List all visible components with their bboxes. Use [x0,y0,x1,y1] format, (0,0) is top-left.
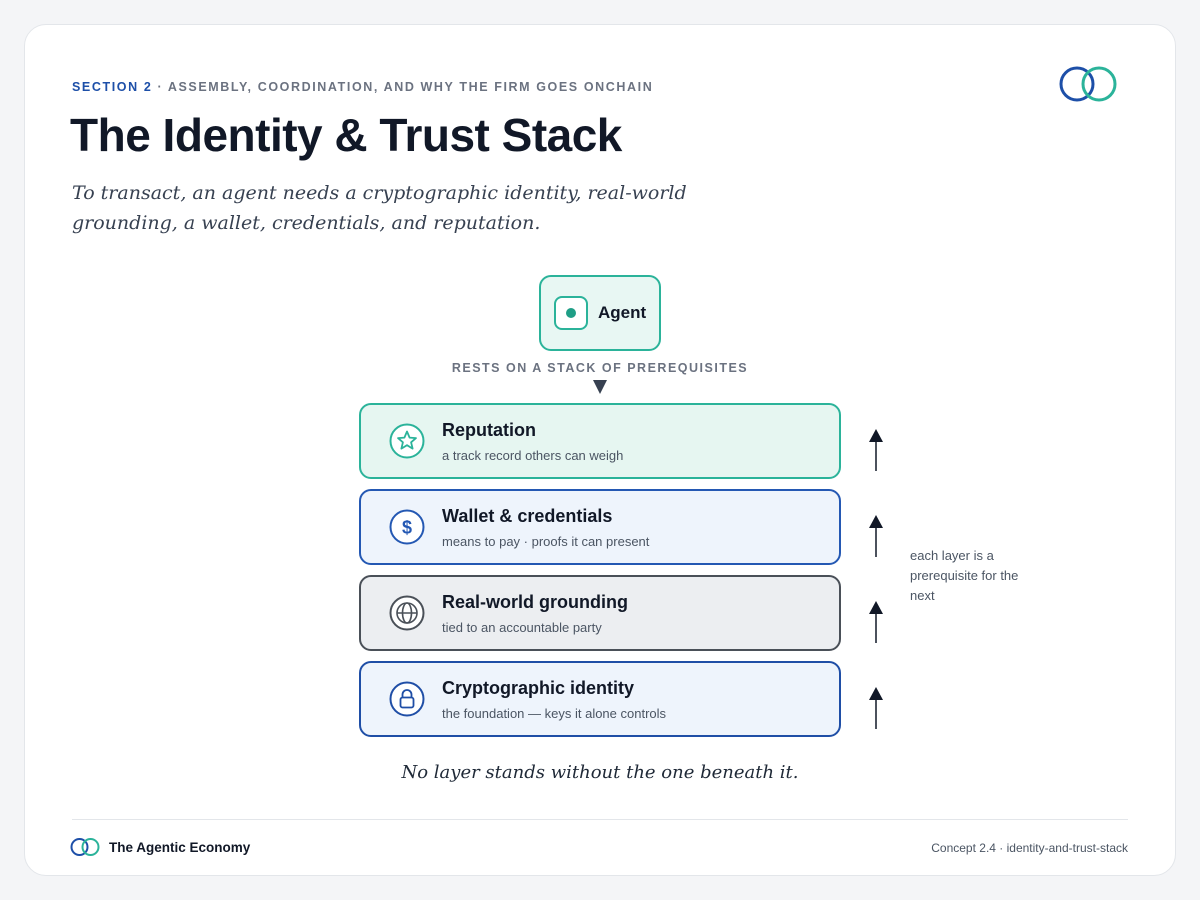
globe-icon [389,595,425,631]
down-arrow-icon [593,380,607,394]
layer-subtitle: a track record others can weigh [442,447,624,463]
side-note: each layer is a prerequisite for the nex… [910,548,1019,603]
agent-label: Agent [598,303,647,322]
closing-note: No layer stands without the one beneath … [401,762,799,783]
footer-concept: Concept 2.4 · identity-and-trust-stack [931,841,1128,855]
page-subtitle: To transact, an agent needs a cryptograp… [72,182,687,234]
section-kicker: SECTION 2 · ASSEMBLY, COORDINATION, AND … [72,80,653,94]
layer-real-world-grounding: Real-world grounding tied to an accounta… [359,575,841,651]
section-label: SECTION 2 [72,80,153,94]
page-title: The Identity & Trust Stack [70,109,622,161]
up-arrow-icon [869,601,883,643]
layer-title: Real-world grounding [442,591,628,612]
star-icon [389,423,425,459]
layer-reputation: Reputation a track record others can wei… [359,403,841,479]
dot-chip-icon [554,296,588,330]
layer-subtitle: means to pay · proofs it can present [442,533,650,549]
layer-title: Wallet & credentials [442,505,613,526]
svg-text:$: $ [402,518,412,538]
connector-label: RESTS ON A STACK OF PREREQUISITES [451,361,749,375]
footer-divider [72,819,1128,820]
footer-brand: The Agentic Economy [70,837,250,857]
section-topic: · ASSEMBLY, COORDINATION, AND WHY THE FI… [157,80,654,94]
layer-title: Reputation [442,419,536,440]
lock-icon [389,681,425,717]
brand-rings-icon [70,838,100,856]
dollar-icon: $ [389,509,425,545]
agent-node: Agent [539,275,661,351]
up-arrow-icon [869,515,883,557]
up-arrow-icon [869,687,883,729]
brand-rings-logo [1059,66,1117,102]
footer-brand-label: The Agentic Economy [109,839,251,855]
layer-subtitle: tied to an accountable party [442,619,602,635]
layer-cryptographic-identity: Cryptographic identity the foundation — … [359,661,841,737]
layer-wallet-credentials: $ Wallet & credentials means to pay · pr… [359,489,841,565]
layer-subtitle: the foundation — keys it alone controls [442,705,667,721]
up-arrow-icon [869,429,883,471]
layer-title: Cryptographic identity [442,677,635,698]
